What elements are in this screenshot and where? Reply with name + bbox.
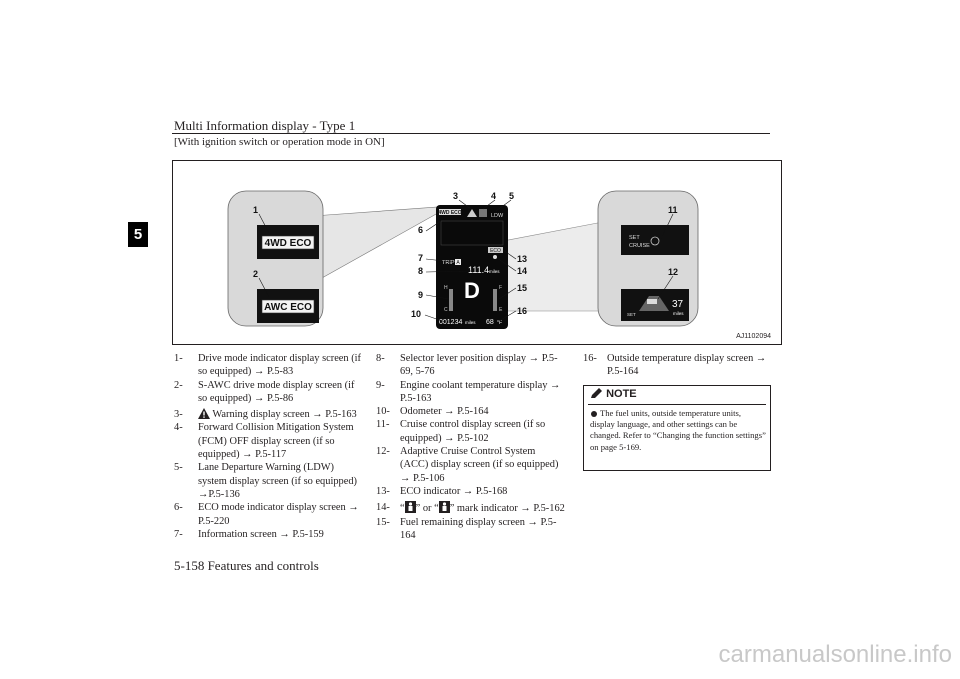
page-header-title: Multi Information display - Type 1: [174, 118, 356, 133]
temp-unit: °F: [497, 320, 502, 326]
ldw-label: LDW: [491, 213, 504, 219]
empty-label: E: [499, 307, 503, 313]
legend-item-4: 4-Forward Collision Mitigation System (F…: [174, 422, 354, 461]
legend-item-11: 11-Cruise control display screen (if so …: [376, 419, 546, 444]
warning-triangle-icon: [467, 209, 477, 217]
callout-9: 9: [418, 290, 423, 300]
legend-item-3: 3- Warning display screen → P.5-163: [174, 408, 357, 421]
trip-label: TRIP: [442, 260, 455, 266]
condition-note: [With ignition switch or operation mode …: [174, 136, 385, 148]
leader-lines: [258, 199, 674, 323]
trip-letter: A: [456, 260, 460, 266]
legend-item-8: 8-Selector lever position display → P.5-…: [376, 353, 558, 378]
callout-7: 7: [418, 253, 423, 263]
pencil-icon: [591, 388, 602, 398]
odometer-value: 001234: [439, 319, 462, 326]
person-mark-icon-a: [404, 501, 416, 514]
figure-illustration: 4WD ECO AWC ECO 4WD ECO LDW ECO TRIP A 1…: [227, 190, 699, 329]
screen-11: [621, 225, 689, 255]
cold-label: C: [444, 307, 448, 313]
callout-4: 4: [491, 191, 496, 201]
cruise-icon: [650, 236, 660, 246]
odometer-unit: miles: [465, 320, 476, 325]
figure-id: AJ1102094: [736, 333, 771, 340]
callout-16: 16: [517, 306, 527, 316]
page-footer: 5-158 Features and controls: [174, 558, 319, 573]
screen-1-label: 4WD ECO: [265, 238, 312, 249]
legend-item-7: 7-Information screen → P.5-159: [174, 528, 324, 540]
legend-item-9: 9-Engine coolant temperature display → P…: [376, 379, 561, 404]
callout-13: 13: [517, 254, 527, 264]
legend-item-2: 2-S-AWC drive mode display screen (if so…: [174, 379, 355, 404]
screen-12-unit: miles: [673, 311, 684, 316]
callout-8: 8: [418, 266, 423, 276]
display-figure: 4WD ECO AWC ECO 4WD ECO LDW ECO TRIP A 1…: [172, 160, 782, 345]
legend-item-1: 1-Drive mode indicator display screen (i…: [174, 353, 362, 378]
callout-15: 15: [517, 283, 527, 293]
callout-1: 1: [253, 205, 258, 215]
trip-letter-bg: [455, 259, 461, 265]
header-rule: [172, 133, 770, 134]
screen-2-label: AWC ECO: [264, 302, 312, 313]
legend-column-1: 1-Drive mode indicator display screen (i…: [174, 352, 364, 541]
legend-item-13: 13-ECO indicator → P.5-168: [376, 485, 508, 497]
fuel-bar: [493, 289, 497, 311]
legend-item-10: 10-Odometer → P.5-164: [376, 406, 489, 418]
center-mode-bg: [439, 209, 461, 215]
callout-10: 10: [411, 309, 421, 319]
full-label: F: [499, 285, 502, 291]
coolant-bar: [449, 289, 453, 311]
legend-item-15: 15-Fuel remaining display screen → P.5-1…: [376, 516, 557, 541]
temp-value: 68: [486, 319, 494, 326]
screen-12-value: 37: [672, 299, 684, 310]
screen-11-cruise: CRUISE: [629, 243, 650, 249]
hot-label: H: [444, 285, 448, 291]
legend-item-5: 5-Lane Departure Warning (LDW) system di…: [174, 462, 357, 500]
person-mark-icon: [493, 255, 497, 259]
legend-item-16: 16-Outside temperature display screen → …: [583, 353, 767, 378]
person-mark-icon-b: [438, 501, 450, 514]
watermark: carmanualsonline.info: [718, 641, 952, 668]
legend-item-12: 12-Adaptive Cruise Control System (ACC) …: [376, 446, 559, 484]
center-display: [436, 205, 508, 329]
legend-column-3: 16-Outside temperature display screen → …: [583, 352, 769, 379]
note-rule: [588, 404, 766, 405]
chapter-tab: 5: [128, 222, 148, 247]
callout-2: 2: [253, 269, 258, 279]
info-area: [440, 220, 504, 246]
eco-indicator: ECO: [490, 248, 501, 254]
note-title: NOTE: [590, 388, 637, 400]
gear-indicator: D: [464, 278, 480, 303]
legend-item-6: 6-ECO mode indicator display screen → P.…: [174, 502, 359, 527]
fcm-icon: [479, 209, 487, 217]
callout-11: 11: [668, 205, 678, 215]
center-mode: 4WD ECO: [438, 210, 461, 216]
screen-11-set: SET: [629, 235, 640, 241]
callout-12: 12: [668, 267, 678, 277]
vehicle-icon: [647, 299, 657, 304]
warning-icon: [198, 408, 210, 420]
bullet-icon: [591, 411, 597, 417]
screen-12-set: SET: [627, 312, 636, 317]
note-box: NOTE The fuel units, outside temperature…: [583, 385, 771, 471]
callout-14: 14: [517, 266, 527, 276]
trip-unit: miles: [489, 269, 500, 274]
legend-item-14: 14-“” or “” mark indicator → P.5-162: [376, 501, 565, 515]
callout-5: 5: [509, 191, 514, 201]
callout-3: 3: [453, 191, 458, 201]
note-text: The fuel units, outside temperature unit…: [590, 408, 766, 452]
trip-value: 111.4: [468, 265, 489, 275]
eco-bg: [488, 247, 503, 253]
legend-column-2: 8-Selector lever position display → P.5-…: [376, 352, 566, 542]
callout-6: 6: [418, 225, 423, 235]
